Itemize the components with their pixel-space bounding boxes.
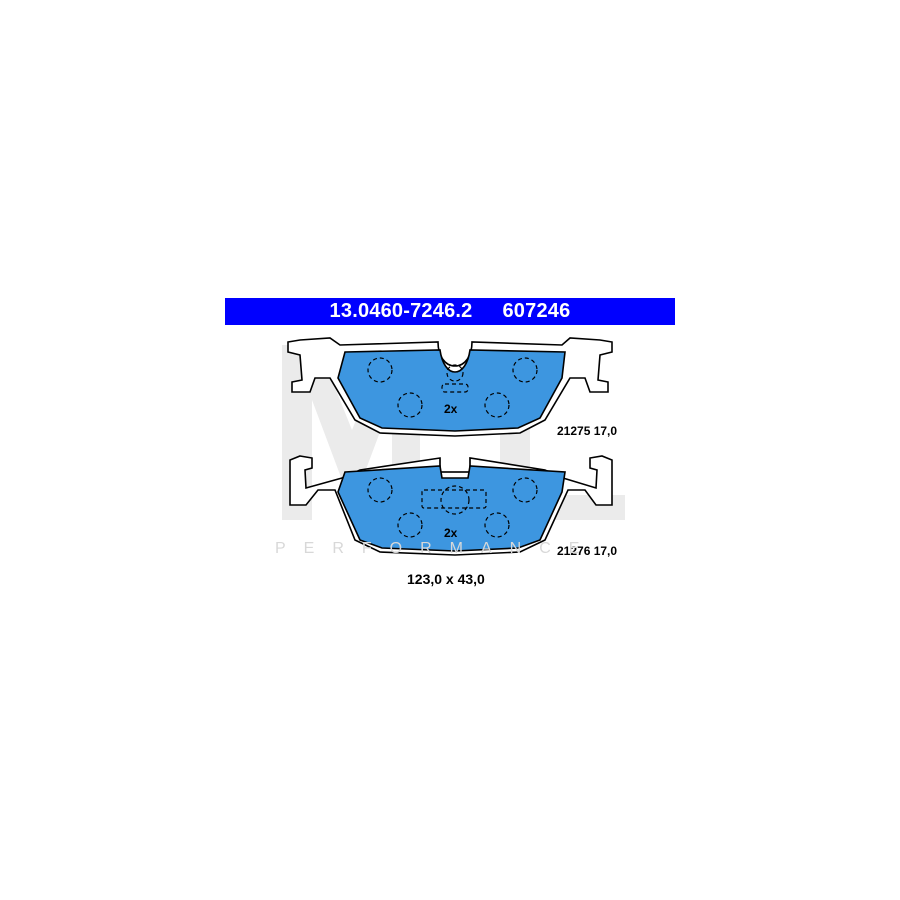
dimensions-label: 123,0 x 43,0 bbox=[407, 571, 485, 587]
mount-hole bbox=[512, 357, 538, 383]
mount-hole bbox=[367, 357, 393, 383]
pad-1-count-label: 2x bbox=[444, 402, 458, 416]
header-bar: 13.0460-7246.2 607246 bbox=[225, 298, 675, 325]
mount-hole bbox=[397, 512, 423, 538]
catalog-number: 607246 bbox=[502, 300, 571, 322]
mount-hole bbox=[512, 477, 538, 503]
mount-hole bbox=[397, 392, 423, 418]
spring-clip bbox=[421, 489, 487, 509]
mount-hole bbox=[367, 477, 393, 503]
brake-pad-1 bbox=[287, 337, 613, 437]
center-notch bbox=[439, 458, 471, 473]
friction-material bbox=[337, 349, 566, 432]
mount-hole bbox=[484, 512, 510, 538]
pad-2-spec-label: 21276 17,0 bbox=[557, 544, 618, 558]
spring-clip-center bbox=[440, 485, 470, 515]
pad-2-count-label: 2x bbox=[444, 526, 458, 540]
brake-pad-2 bbox=[289, 455, 613, 556]
pad-1-spec-label: 21275 17,0 bbox=[557, 424, 618, 438]
mount-hole bbox=[484, 392, 510, 418]
watermark-tagline: PERFORMANCE bbox=[275, 540, 598, 557]
part-number: 13.0460-7246.2 bbox=[329, 300, 473, 322]
sensor-hole bbox=[446, 364, 464, 382]
sensor-clip bbox=[441, 383, 469, 393]
